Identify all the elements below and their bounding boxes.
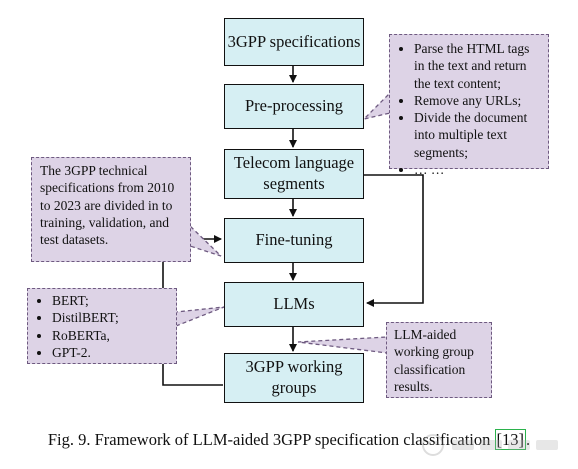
citation-link[interactable]: [13]	[494, 429, 526, 450]
box-3gpp-specifications: 3GPP specifications	[224, 18, 364, 66]
note-preprocessing-steps: Parse the HTML tags in the text and retu…	[389, 34, 549, 177]
classification-results-text: LLM-aided working group classification r…	[394, 327, 474, 394]
dataset-split-text: The 3GPP technical specifications from 2…	[40, 163, 175, 248]
model-item: DistilBERT;	[52, 309, 170, 326]
preprocess-step: Divide the document into multiple text s…	[414, 109, 542, 161]
box-label: Telecom language segments	[233, 153, 355, 193]
arrow-segments-to-llms	[362, 174, 424, 307]
model-item: RoBERTa,	[52, 327, 170, 344]
box-3gpp-working-groups: 3GPP working groups	[224, 353, 364, 403]
callout-pointer-dataset	[189, 224, 222, 257]
box-label: 3GPP working groups	[245, 357, 343, 397]
box-llms: LLMs	[224, 282, 364, 327]
model-item: BERT;	[52, 292, 170, 309]
note-classification-results: LLM-aided working group classification r…	[386, 322, 492, 398]
caption-end: .	[526, 430, 531, 449]
box-telecom-language-segments: Telecom language segments	[224, 149, 364, 199]
callout-pointer-models	[175, 306, 225, 327]
note-model-list: BERT; DistilBERT; RoBERTa, GPT-2.	[27, 288, 177, 364]
preprocess-step-list: Parse the HTML tags in the text and retu…	[390, 40, 542, 178]
box-label: LLMs	[273, 294, 315, 314]
watermark-logo	[422, 434, 558, 456]
box-label: Pre-processing	[244, 96, 344, 116]
note-dataset-split: The 3GPP technical specifications from 2…	[31, 157, 191, 262]
preprocess-step: … …	[414, 161, 542, 178]
figure-caption: Fig. 9. Framework of LLM-aided 3GPP spec…	[0, 429, 578, 450]
box-pre-processing: Pre-processing	[224, 84, 364, 129]
box-fine-tuning: Fine-tuning	[224, 218, 364, 263]
model-list: BERT; DistilBERT; RoBERTa, GPT-2.	[28, 292, 170, 361]
model-item: GPT-2.	[52, 344, 170, 361]
box-label: Fine-tuning	[255, 230, 333, 250]
preprocess-step: Remove any URLs;	[414, 92, 542, 109]
callout-pointer-preprocess	[361, 91, 391, 121]
caption-text: Fig. 9. Framework of LLM-aided 3GPP spec…	[47, 430, 495, 449]
preprocess-step: Parse the HTML tags in the text and retu…	[414, 40, 542, 92]
callout-pointer-results	[297, 336, 388, 354]
box-label: 3GPP specifications	[227, 31, 361, 51]
